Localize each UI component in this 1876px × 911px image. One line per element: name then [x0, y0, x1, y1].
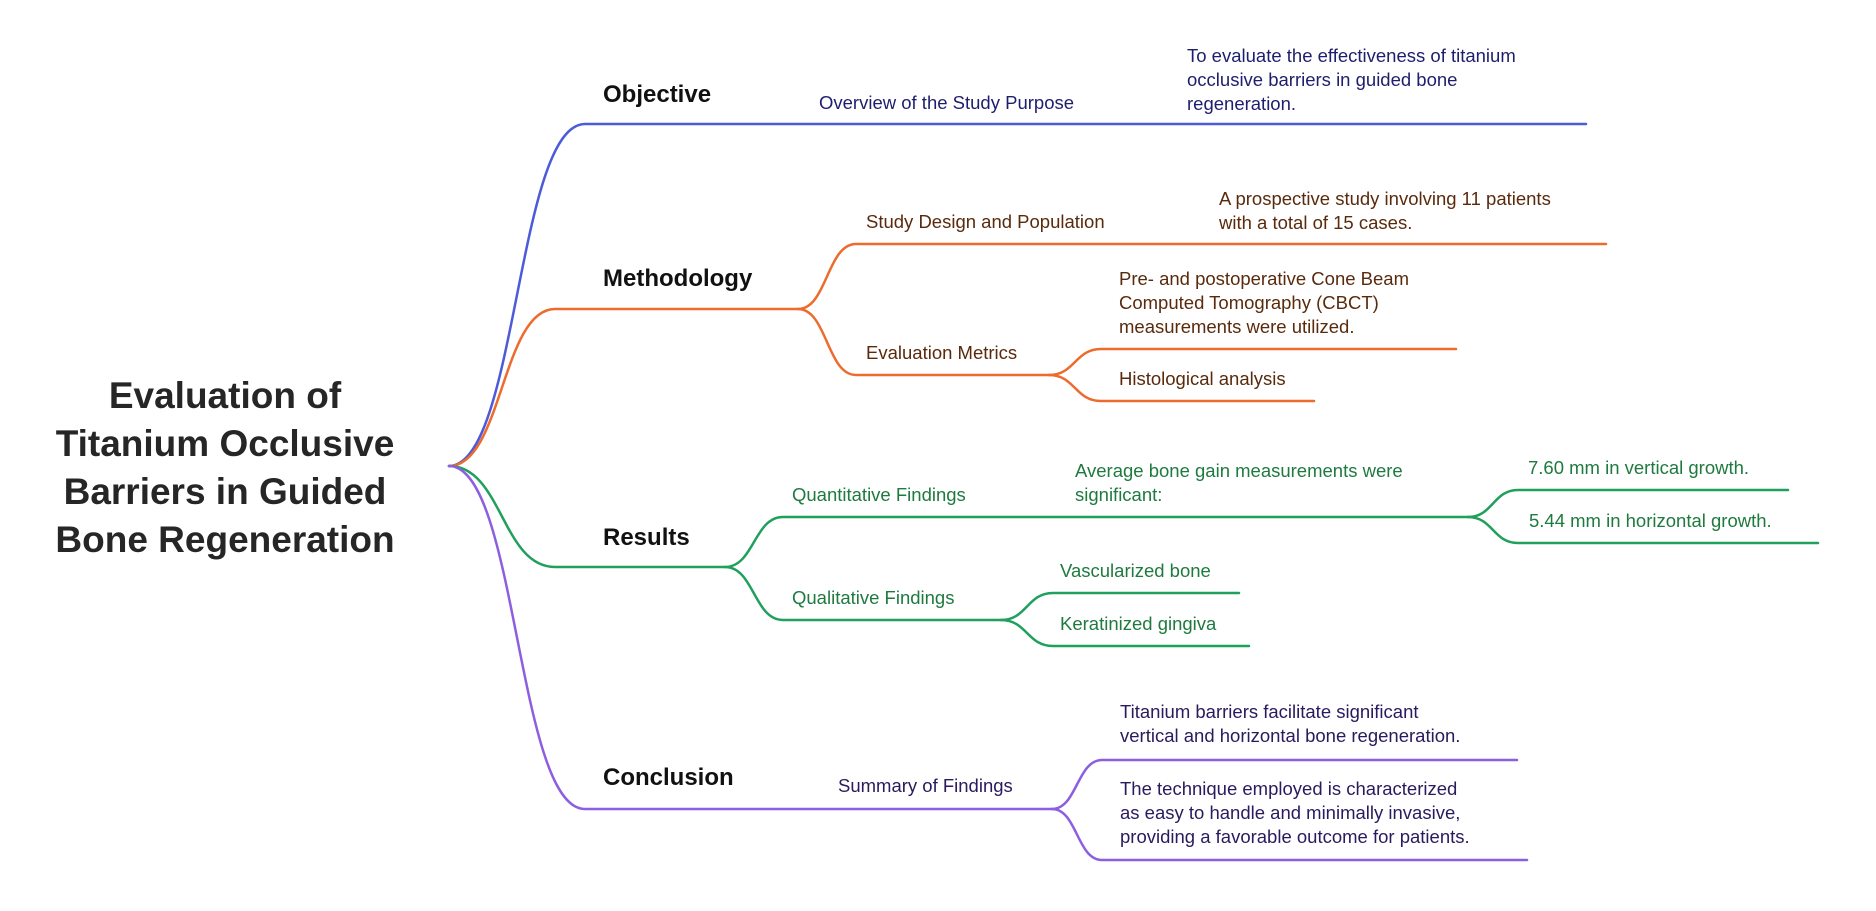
connector-study-design — [796, 242, 1608, 311]
leaf-line: Average bone gain measurements were — [1075, 460, 1403, 481]
node-summary-of-findings[interactable]: Summary of Findings — [838, 775, 1013, 796]
connector-keratinized-gingiva — [999, 618, 1251, 648]
leaf-line: with a total of 15 cases. — [1219, 212, 1413, 233]
root-title-line: Bone Regeneration — [55, 519, 395, 560]
connector-technique — [1050, 807, 1529, 862]
connector-results — [447, 464, 727, 569]
leaf-line: regeneration. — [1187, 93, 1297, 114]
branch-results[interactable]: Results — [603, 524, 690, 551]
connector-titanium-barriers — [1050, 758, 1519, 811]
leaf-objective-detail[interactable]: To evaluate the effectiveness of titaniu… — [1187, 44, 1516, 116]
connector-qualitative — [723, 565, 1003, 622]
branch-methodology[interactable]: Methodology — [603, 265, 753, 292]
connector-horizontal-growth — [1466, 515, 1820, 545]
node-study-design[interactable]: Study Design and Population — [866, 211, 1105, 232]
connector-vertical-growth — [1466, 488, 1790, 519]
leaf-line: significant: — [1075, 484, 1163, 505]
leaf-line: Titanium barriers facilitate significant — [1120, 701, 1419, 722]
leaf-line: A prospective study involving 11 patient… — [1219, 188, 1551, 209]
leaf-line: Pre- and postoperative Cone Beam — [1119, 268, 1410, 289]
node-overview-study-purpose[interactable]: Overview of the Study Purpose — [819, 92, 1075, 113]
leaf-line: occlusive barriers in guided bone — [1187, 69, 1458, 90]
connector-methodology — [447, 307, 800, 468]
branch-conclusion[interactable]: Conclusion — [603, 764, 734, 791]
leaf-line: vertical and horizontal bone regeneratio… — [1120, 725, 1461, 746]
leaf-titanium-barriers[interactable]: Titanium barriers facilitate significant… — [1120, 700, 1460, 748]
root-title-line: Evaluation of — [108, 375, 342, 416]
connector-conclusion — [447, 464, 1054, 811]
branch-objective[interactable]: Objective — [603, 81, 712, 108]
node-evaluation-metrics[interactable]: Evaluation Metrics — [866, 342, 1018, 363]
leaf-line: as easy to handle and minimally invasive… — [1120, 802, 1461, 823]
root-topic[interactable]: Evaluation of Titanium Occlusive Barrier… — [20, 372, 430, 564]
connector-evaluation-metrics — [796, 307, 1051, 377]
connector-quantitative — [723, 515, 1470, 569]
connector-cbct — [1047, 347, 1458, 377]
leaf-vascularized-bone[interactable]: Vascularized bone — [1060, 560, 1211, 581]
leaf-line: The technique employed is characterized — [1120, 778, 1458, 799]
node-qualitative-findings[interactable]: Qualitative Findings — [792, 587, 955, 608]
leaf-histological-analysis[interactable]: Histological analysis — [1119, 368, 1286, 389]
root-title-line: Barriers in Guided — [63, 471, 387, 512]
leaf-horizontal-growth[interactable]: 5.44 mm in horizontal growth. — [1529, 510, 1772, 531]
connector-histology — [1047, 373, 1316, 403]
leaf-line: To evaluate the effectiveness of titaniu… — [1187, 45, 1516, 66]
node-quantitative-findings[interactable]: Quantitative Findings — [792, 484, 966, 505]
leaf-cbct[interactable]: Pre- and postoperative Cone Beam Compute… — [1119, 267, 1409, 339]
root-title-line: Titanium Occlusive — [55, 423, 395, 464]
leaf-vertical-growth[interactable]: 7.60 mm in vertical growth. — [1528, 457, 1750, 478]
leaf-average-bone-gain[interactable]: Average bone gain measurements were sign… — [1075, 459, 1403, 507]
leaf-line: measurements were utilized. — [1119, 316, 1355, 337]
leaf-technique[interactable]: The technique employed is characterized … — [1120, 777, 1470, 849]
leaf-line: providing a favorable outcome for patien… — [1120, 826, 1470, 847]
leaf-study-design-detail[interactable]: A prospective study involving 11 patient… — [1219, 187, 1551, 235]
leaf-keratinized-gingiva[interactable]: Keratinized gingiva — [1060, 613, 1217, 634]
connector-vascularized-bone — [999, 591, 1241, 622]
connector-objective — [447, 122, 1588, 468]
leaf-line: Computed Tomography (CBCT) — [1119, 292, 1379, 313]
